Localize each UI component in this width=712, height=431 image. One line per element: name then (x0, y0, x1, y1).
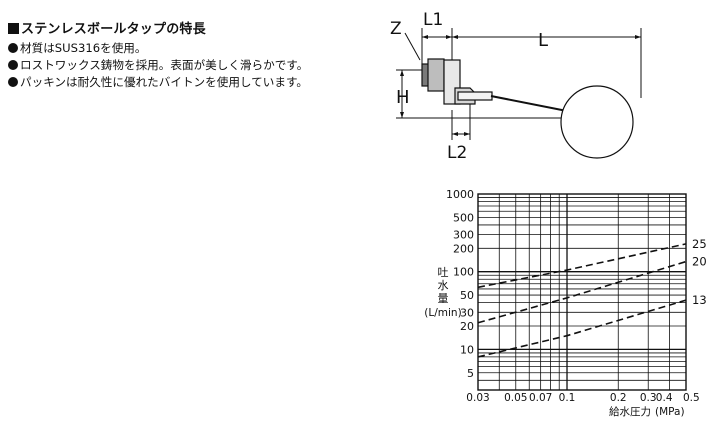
y-tick-label: 200 (453, 242, 474, 255)
y-tick-label: 300 (453, 229, 474, 242)
feature-text: ロストワックス鋳物を採用。表面が美しく滑らかです。 (20, 58, 309, 72)
chart-series: 25 20 13 (477, 237, 707, 358)
y-tick-label: 20 (460, 320, 474, 333)
y-tick-label: 30 (460, 306, 474, 319)
chart-frame (477, 193, 687, 391)
feature-text: パッキンは耐久性に優れたバイトンを使用しています。 (20, 75, 308, 89)
feature-item: ロストワックス鋳物を採用。表面が美しく滑らかです。 (8, 57, 368, 74)
ball-tap-body (421, 58, 573, 113)
circle-bullet-icon (8, 77, 18, 87)
feature-item: 材質はSUS316を使用。 (8, 40, 368, 57)
x-axis-label: 給水圧力(MPa) (609, 405, 685, 418)
feature-item: パッキンは耐久性に優れたバイトンを使用しています。 (8, 74, 368, 91)
x-tick-label: 0.5 (683, 392, 700, 404)
x-tick-label: 0.07 (529, 392, 552, 404)
features-title: ステンレスボールタップの特長 (8, 18, 368, 37)
features-section: ステンレスボールタップの特長 材質はSUS316を使用。 ロストワックス鋳物を採… (8, 18, 368, 91)
chart-y-label: 吐水量 (L/min) (424, 266, 461, 319)
x-tick-label: 0.4 (656, 392, 673, 404)
series-label-20: 20 (692, 255, 707, 269)
x-tick-label: 0.05 (504, 392, 527, 404)
h-label: H (396, 87, 410, 108)
series-label-25: 25 (692, 237, 707, 251)
l2-label: L2 (447, 143, 467, 163)
series-line-20 (477, 260, 687, 324)
y-tick-label: 500 (453, 211, 474, 224)
series-line-13 (477, 299, 687, 358)
features-title-text: ステンレスボールタップの特長 (21, 22, 206, 37)
square-bullet-icon (8, 23, 19, 34)
series-line-25 (477, 243, 687, 289)
y-tick-label: 50 (460, 289, 474, 302)
x-tick-label: 0.1 (559, 392, 576, 404)
float-ball (560, 85, 634, 159)
x-tick-label: 0.3 (640, 392, 657, 404)
x-tick-label: 0.2 (610, 392, 627, 404)
circle-bullet-icon (8, 43, 18, 53)
z-label: Z (390, 19, 402, 39)
series-label-13: 13 (692, 293, 707, 307)
l-label: L (538, 30, 548, 51)
ball-tap-diagram: Z L1 L H L2 (390, 10, 642, 163)
y-tick-label: 5 (467, 367, 474, 380)
circle-bullet-icon (8, 60, 18, 70)
feature-text: 材質はSUS316を使用。 (20, 41, 147, 55)
z-leader-line (404, 32, 421, 61)
y-tick-label: 100 (453, 266, 474, 279)
y-axis-unit: (L/min) (424, 307, 461, 319)
y-tick-label: 10 (460, 343, 474, 356)
y-tick-label: 1000 (446, 188, 474, 201)
chart-grid (477, 193, 687, 391)
features-list: 材質はSUS316を使用。 ロストワックス鋳物を採用。表面が美しく滑らかです。 … (8, 40, 368, 91)
y-axis-label: 吐水量 (438, 266, 449, 305)
x-tick-label: 0.03 (466, 392, 489, 404)
l1-label: L1 (423, 10, 443, 30)
